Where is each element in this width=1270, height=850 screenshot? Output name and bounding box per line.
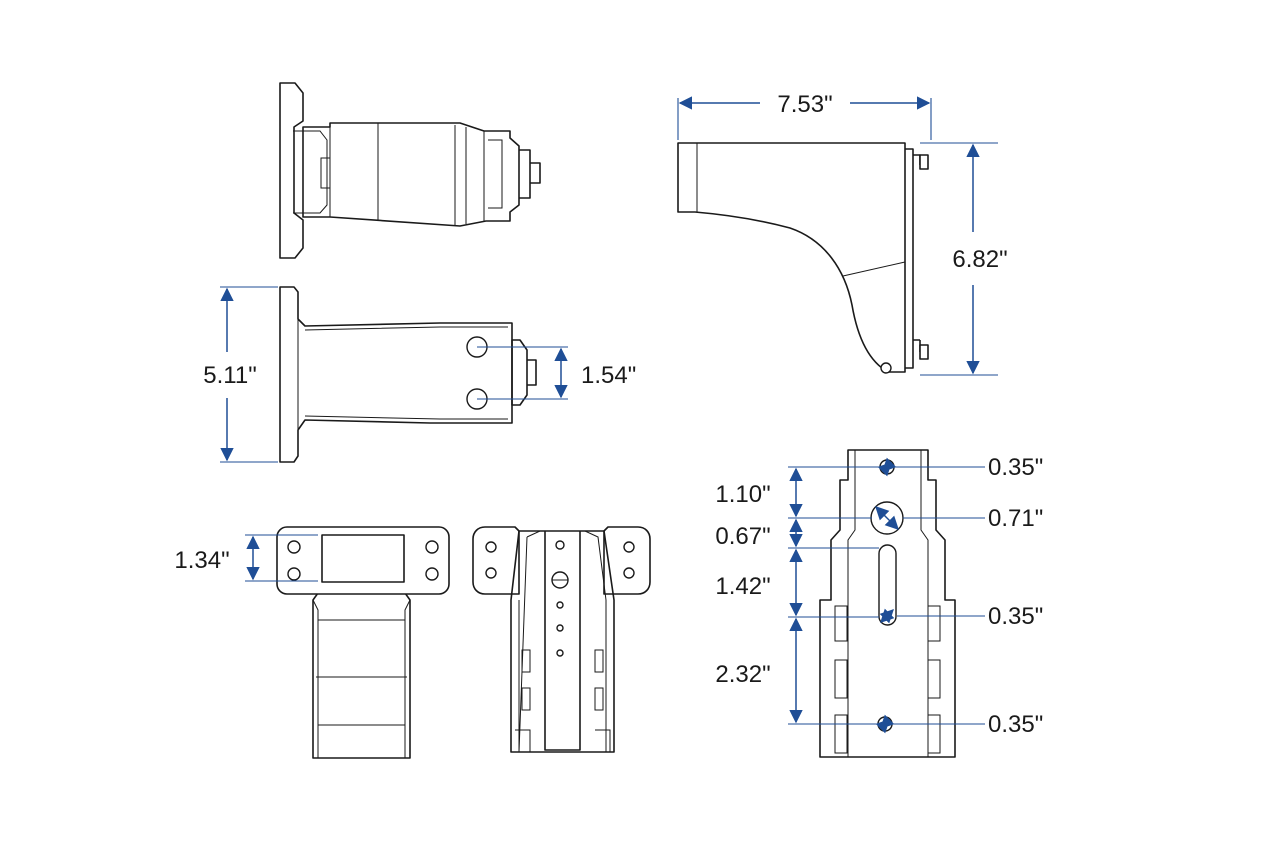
bolt bbox=[530, 162, 541, 184]
underside-flanges bbox=[472, 526, 520, 595]
adjustment-slot bbox=[878, 544, 897, 626]
arm-underside bbox=[312, 592, 411, 759]
pivot-hole bbox=[880, 362, 892, 374]
dim-label-1-34: 1.34" bbox=[174, 547, 229, 574]
dim-label-1-54: 1.54" bbox=[581, 362, 636, 389]
dimension-spacing-top: 1.34" bbox=[174, 534, 318, 582]
dim-label-hole-top: 0.35" bbox=[988, 454, 1043, 481]
side-view-top-left bbox=[279, 82, 541, 259]
front-plate bbox=[279, 286, 513, 463]
back-plate-view bbox=[819, 449, 956, 758]
dimension-height-front: 5.11" bbox=[203, 286, 278, 463]
dimension-chain-back-plate: 1.10" 0.67" 1.42" 2.32" bbox=[715, 466, 880, 725]
dim-label-5-11: 5.11" bbox=[203, 362, 256, 389]
underside-body bbox=[510, 530, 615, 753]
back-plate-outline bbox=[819, 449, 956, 758]
mount-plate bbox=[905, 148, 914, 369]
dim-label-0-67: 0.67" bbox=[715, 523, 770, 550]
dim-label-6-82: 6.82" bbox=[952, 246, 1007, 273]
dim-label-hole-bottom: 0.35" bbox=[988, 711, 1043, 738]
dim-label-7-53: 7.53" bbox=[777, 91, 832, 118]
end-clamp bbox=[519, 149, 531, 199]
underside-view bbox=[472, 526, 651, 753]
top-view-bottom-left bbox=[276, 526, 450, 759]
hole-callouts: 0.35" 0.71" 0.35" 0.35" bbox=[875, 454, 1043, 738]
dim-label-slot: 0.35" bbox=[988, 603, 1043, 630]
dimension-height-side: 6.82" bbox=[920, 142, 1008, 376]
dim-label-2-32: 2.32" bbox=[715, 661, 770, 688]
front-bolt bbox=[527, 359, 537, 386]
dim-label-1-42: 1.42" bbox=[715, 573, 770, 600]
front-view-middle-left bbox=[279, 286, 537, 463]
dimension-spacing-front: 1.54" bbox=[477, 346, 636, 400]
side-profile-right bbox=[677, 142, 929, 374]
arm-profile bbox=[677, 142, 906, 373]
arm-body bbox=[302, 122, 520, 227]
wall-plate bbox=[279, 82, 304, 259]
top-plate bbox=[276, 526, 450, 595]
dimension-width-side: 7.53" bbox=[677, 91, 932, 140]
dim-label-hole-large: 0.71" bbox=[988, 505, 1043, 532]
dim-label-1-10: 1.10" bbox=[715, 481, 770, 508]
front-clamp bbox=[511, 339, 528, 406]
